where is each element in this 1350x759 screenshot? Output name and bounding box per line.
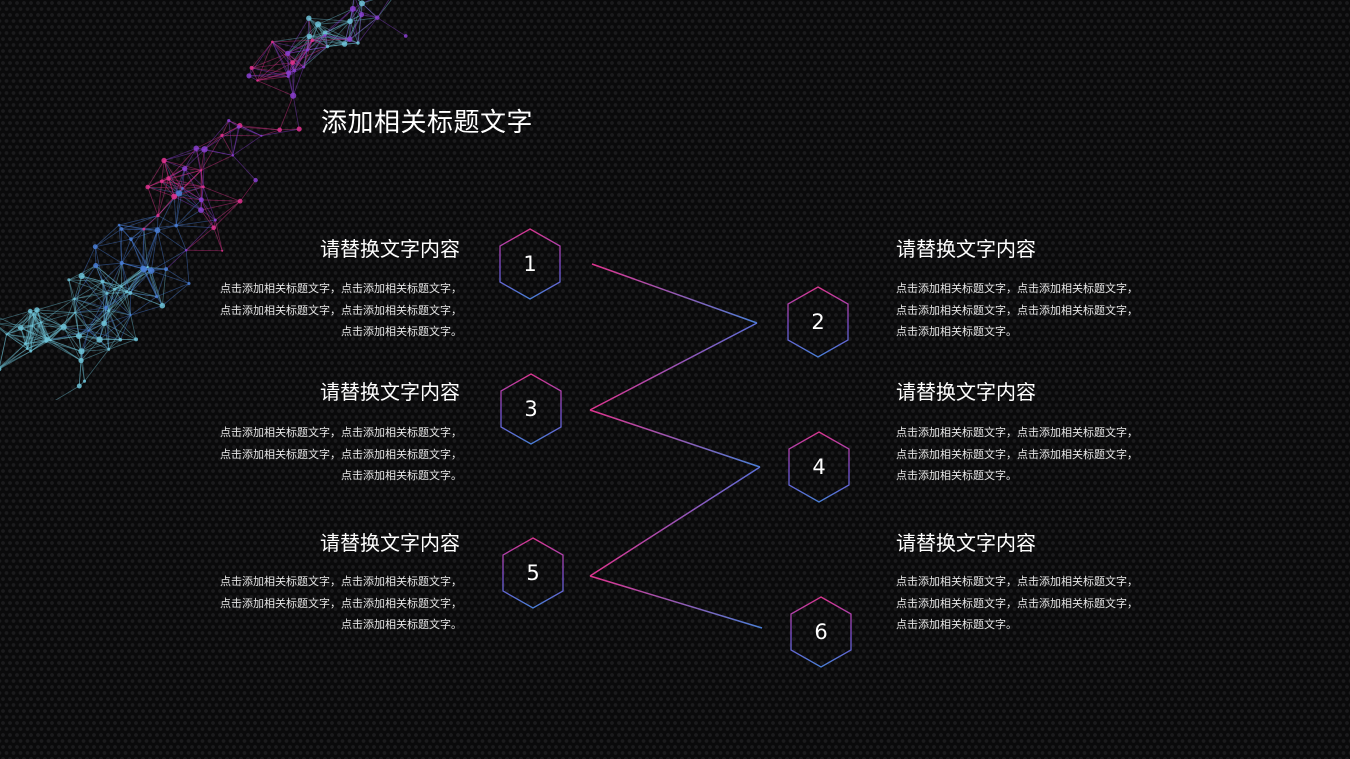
hexagon-badge-2: 2 [786,286,850,358]
zigzag-line-1-2 [591,263,758,324]
item-body: 点击添加相关标题文字，点击添加相关标题文字，点击添加相关标题文字，点击添加相关标… [896,426,1138,482]
hexagon-badge-1: 1 [498,228,562,300]
item-heading: 请替换文字内容 [320,380,460,404]
item-heading: 请替换文字内容 [320,237,460,261]
hexagon-number: 4 [812,455,826,479]
page-title: 添加相关标题文字 [321,108,534,138]
hexagon-number: 5 [526,561,540,585]
item-heading: 请替换文字内容 [896,380,1036,404]
network-nodes [0,0,408,389]
item-heading: 请替换文字内容 [320,531,460,555]
hexagon-number: 3 [524,397,538,421]
item-body: 点击添加相关标题文字，点击添加相关标题文字，点击添加相关标题文字，点击添加相关标… [220,575,462,631]
hexagon-badge-3: 3 [499,373,563,445]
item-body: 点击添加相关标题文字，点击添加相关标题文字，点击添加相关标题文字，点击添加相关标… [220,282,462,338]
hexagon-number: 6 [814,620,828,644]
zigzag-line-3-4 [589,409,761,468]
hexagon-badge-6: 6 [789,596,853,668]
item-body: 点击添加相关标题文字，点击添加相关标题文字，点击添加相关标题文字，点击添加相关标… [220,426,462,482]
hexagon-badge-5: 5 [501,537,565,609]
hexagon-badge-4: 4 [787,431,851,503]
zigzag-line-5-6 [589,575,763,629]
item-heading: 请替换文字内容 [896,237,1036,261]
item-body: 点击添加相关标题文字，点击添加相关标题文字，点击添加相关标题文字，点击添加相关标… [896,282,1138,338]
hexagon-number: 1 [523,252,537,276]
item-body: 点击添加相关标题文字，点击添加相关标题文字，点击添加相关标题文字，点击添加相关标… [896,575,1138,631]
zigzag-line-4-5 [589,466,761,577]
hexagon-number: 2 [811,310,825,334]
network-decoration [0,0,408,400]
item-heading: 请替换文字内容 [896,531,1036,555]
zigzag-line-2-3 [589,322,758,411]
